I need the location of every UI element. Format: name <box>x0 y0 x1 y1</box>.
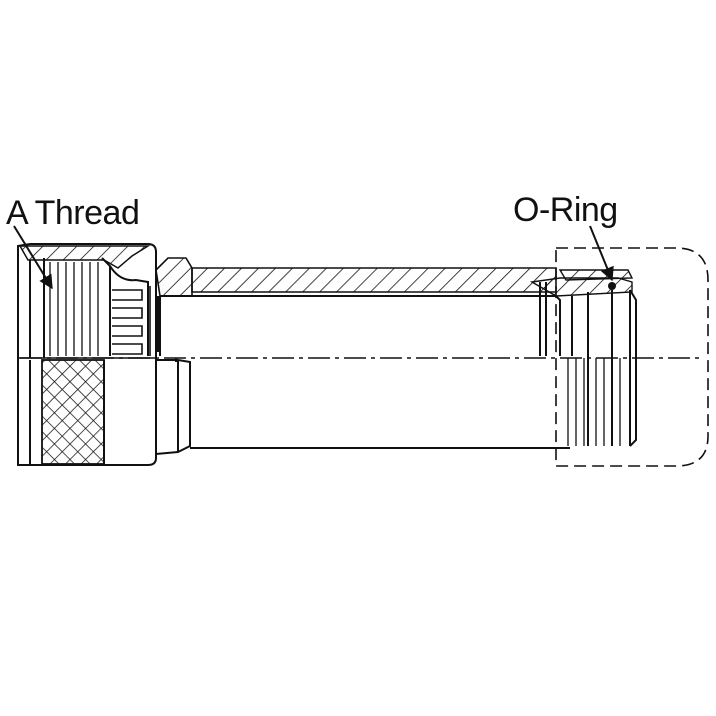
rear-gland <box>529 269 637 447</box>
a-thread-leader <box>13 225 53 290</box>
o-ring-dot <box>608 282 616 290</box>
coupling-thread-teeth <box>112 286 151 356</box>
detail-boundary <box>555 247 709 467</box>
o-ring-label: O-Ring <box>513 191 618 229</box>
a-thread-label: A Thread <box>6 194 140 232</box>
main-body <box>155 257 570 455</box>
o-ring-leader <box>589 225 614 282</box>
